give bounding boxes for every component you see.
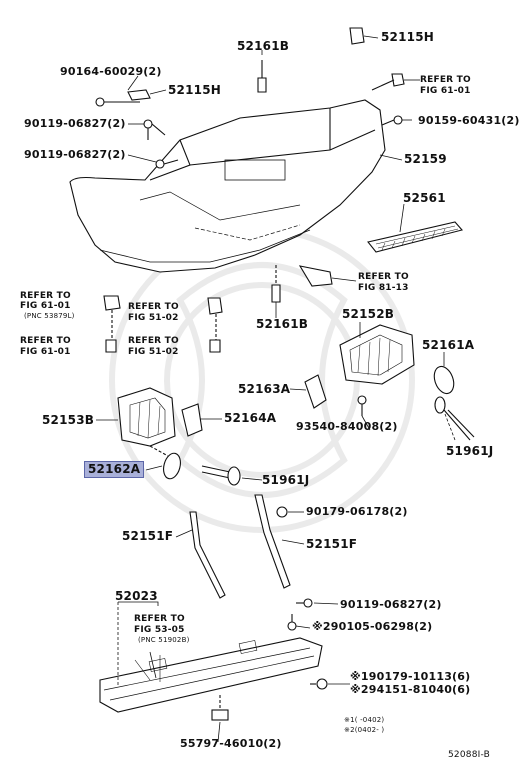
bolt-90105	[287, 614, 297, 631]
part-label-52164a[interactable]: 52164A	[224, 411, 277, 425]
part-label-52151f-left[interactable]: 52151F	[122, 529, 174, 543]
part-label-52561[interactable]: 52561	[403, 191, 446, 205]
cap-52162a	[163, 452, 181, 480]
part-label-51961j-center[interactable]: 51961J	[262, 473, 310, 487]
part-label-52153b[interactable]: 52153B	[42, 413, 95, 427]
refer-label-left-1a[interactable]: REFER TO	[20, 291, 71, 301]
leader-lines	[96, 35, 456, 743]
bumper-cover	[69, 99, 386, 273]
part-label-52152b[interactable]: 52152B	[342, 307, 395, 321]
refer-label-81-13-2[interactable]: FIG 81-13	[358, 283, 409, 293]
bolt-52161b-mid	[271, 265, 281, 303]
tow-eye-right	[434, 396, 475, 441]
screw-93540	[357, 395, 367, 416]
part-label-52163a[interactable]: 52163A	[238, 382, 291, 396]
left-retainers	[103, 295, 223, 353]
refer-label-mid-1a[interactable]: REFER TO	[128, 302, 179, 312]
figure-id: 52088I-B	[448, 750, 490, 760]
right-upper-fasteners	[371, 73, 405, 126]
part-label-90159[interactable]: 90159-60431(2)	[418, 114, 520, 127]
part-label-90119-b[interactable]: 90119-06827(2)	[24, 148, 126, 161]
part-label-90179-b[interactable]: ※190179-10113(6)	[350, 670, 471, 683]
part-label-51961j-right[interactable]: 51961J	[446, 444, 494, 458]
footnote-2: ※2(0402- )	[344, 726, 385, 734]
part-label-90179[interactable]: 90179-06178(2)	[306, 505, 408, 518]
part-label-52161b-top[interactable]: 52161B	[237, 39, 290, 53]
cap-52161a	[433, 365, 455, 395]
part-label-93540[interactable]: 93540-84008(2)	[296, 420, 398, 433]
refer-label-mid-2b[interactable]: FIG 51-02	[128, 347, 179, 357]
refer-label-61-01-top-2[interactable]: FIG 61-01	[420, 86, 471, 96]
part-label-90164[interactable]: 90164-60029(2)	[60, 65, 162, 78]
nut-94151	[310, 678, 328, 690]
clip-52115h-top	[349, 27, 365, 45]
cap-52163a	[304, 374, 327, 409]
bracket-52151f-left	[189, 511, 226, 599]
refer-label-61-01-top-1[interactable]: REFER TO	[420, 75, 471, 85]
tow-eye-center	[201, 465, 241, 486]
part-label-52161b-mid[interactable]: 52161B	[256, 317, 309, 331]
plate-55797	[211, 709, 229, 721]
refer-label-81-13-1[interactable]: REFER TO	[358, 272, 409, 282]
part-label-52151f-right[interactable]: 52151F	[306, 537, 358, 551]
part-label-52115h-top[interactable]: 52115H	[381, 30, 434, 44]
part-label-52162a-highlighted[interactable]: 52162A	[84, 461, 145, 478]
reinforcement-beam	[99, 637, 323, 713]
refer-label-53-05-1[interactable]: REFER TO	[134, 614, 185, 624]
part-label-52115h-left[interactable]: 52115H	[168, 83, 221, 97]
bolt-52161b-top	[257, 60, 267, 93]
refer-label-mid-2a[interactable]: REFER TO	[128, 336, 179, 346]
refer-label-left-2a[interactable]: REFER TO	[20, 336, 71, 346]
part-label-94151[interactable]: ※294151-81040(6)	[350, 683, 471, 696]
grille-strip	[367, 221, 464, 253]
left-upper-fasteners	[95, 89, 179, 169]
part-label-52159[interactable]: 52159	[404, 152, 447, 166]
cap-52164a	[181, 403, 203, 437]
fog-bezel-left	[117, 387, 176, 447]
fog-bezel-right	[339, 324, 415, 385]
refer-label-53-05-3[interactable]: (PNC 51902B)	[138, 636, 190, 644]
refer-label-mid-1b[interactable]: FIG 51-02	[128, 313, 179, 323]
part-label-52161a[interactable]: 52161A	[422, 338, 475, 352]
connector-81-13	[298, 265, 333, 287]
part-label-55797[interactable]: 55797-46010(2)	[180, 737, 282, 750]
part-label-52023[interactable]: 52023	[115, 589, 158, 603]
part-label-90119-c[interactable]: 90119-06827(2)	[340, 598, 442, 611]
part-label-90105[interactable]: ※290105-06298(2)	[312, 620, 433, 633]
refer-label-53-05-2[interactable]: FIG 53-05	[134, 625, 185, 635]
refer-label-left-1c[interactable]: (PNC 53879L)	[24, 312, 75, 320]
refer-label-left-2b[interactable]: FIG 61-01	[20, 347, 71, 357]
nut-90179	[276, 506, 288, 518]
part-label-90119-a[interactable]: 90119-06827(2)	[24, 117, 126, 130]
refer-label-left-1b[interactable]: FIG 61-01	[20, 301, 71, 311]
bolt-90119-lower	[296, 598, 313, 608]
footnote-1: ※1( -0402)	[344, 716, 385, 724]
bracket-52151f-right	[254, 494, 291, 589]
